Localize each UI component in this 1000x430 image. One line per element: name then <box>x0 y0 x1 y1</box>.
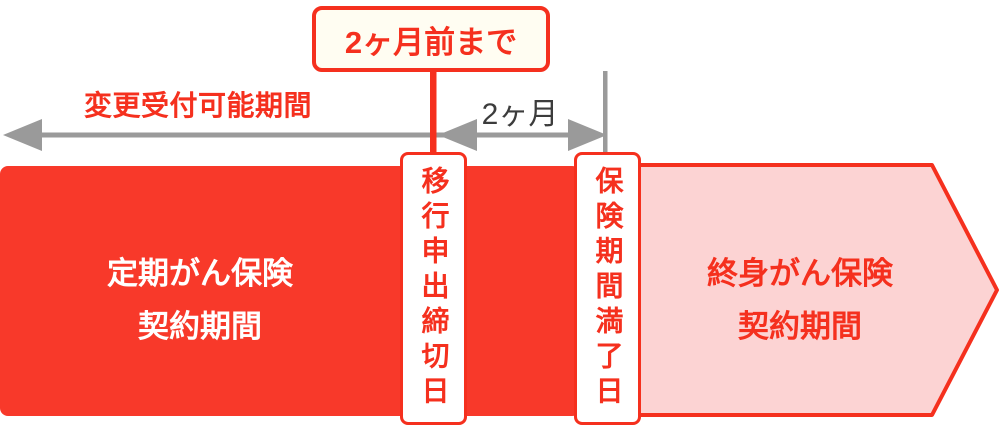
policy-expiry-marker-label: 保険期間満了日 <box>592 166 624 411</box>
transfer-deadline-marker-box: 移行申出締切日 <box>400 152 467 425</box>
interval-label: 2ヶ月 <box>481 98 559 131</box>
term-insurance-label-line2: 契約期間 <box>138 309 262 344</box>
callout-stem-line <box>430 70 437 155</box>
term-insurance-period-bar <box>0 166 580 416</box>
transfer-deadline-marker-label: 移行申出締切日 <box>418 166 450 411</box>
term-insurance-label: 定期がん保険 契約期間 <box>0 253 400 348</box>
whole-life-insurance-label-line1: 終身がん保険 <box>707 256 893 291</box>
acceptance-period-label: 変更受付可能期間 <box>84 90 313 121</box>
term-insurance-label-line1: 定期がん保険 <box>107 256 293 291</box>
expiry-marker-line <box>603 71 608 154</box>
callout-box: 2ヶ月前まで <box>312 6 550 72</box>
whole-life-insurance-label-line2: 契約期間 <box>738 309 862 344</box>
left-arrowhead-icon <box>3 119 42 151</box>
whole-life-insurance-label: 終身がん保険 契約期間 <box>655 253 945 348</box>
callout-label: 2ヶ月前まで <box>344 24 518 60</box>
policy-expiry-marker-box: 保険期間満了日 <box>574 152 641 425</box>
